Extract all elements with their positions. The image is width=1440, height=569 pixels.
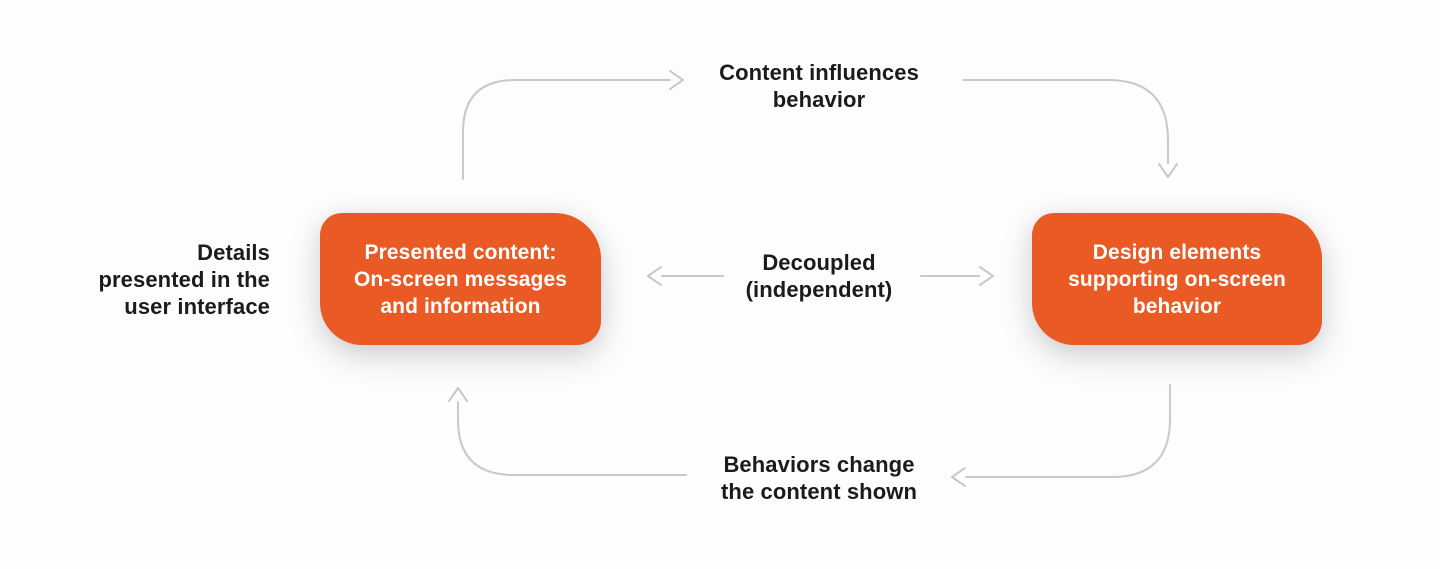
label-line: Decoupled <box>762 250 876 275</box>
left-box-presented-content: Presented content: On-screen messages an… <box>320 213 601 345</box>
arrow-down-icon <box>1158 163 1178 178</box>
label-line: presented in the <box>98 267 270 292</box>
label-line: behavior <box>772 87 866 112</box>
label-line: user interface <box>124 294 270 319</box>
bottom-label-behaviors-change: Behaviors change the content shown <box>669 451 969 505</box>
label-line: (independent) <box>745 277 893 302</box>
box-line: and information <box>380 294 541 318</box>
box-line: On-screen messages <box>353 267 568 291</box>
arrow-right-icon <box>669 70 684 90</box>
box-line: Presented content: <box>364 240 557 264</box>
box-line: supporting on-screen <box>1068 267 1286 291</box>
arrow-left-icon <box>647 266 662 286</box>
top-label-content-influences-behavior: Content influences behavior <box>669 59 969 113</box>
arrow-right-icon <box>979 266 994 286</box>
label-line: Behaviors change <box>723 452 915 477</box>
arrow-center-to-right-box <box>920 266 994 286</box>
box-line: behavior <box>1132 294 1222 318</box>
arrow-right-box-to-bottom-label <box>951 384 1171 487</box>
right-box-design-elements: Design elements supporting on-screen beh… <box>1032 213 1322 345</box>
label-line: the content shown <box>720 479 918 504</box>
left-label-details-presented: Details presented in the user interface <box>30 239 270 320</box>
arrow-center-to-left-box <box>647 266 724 286</box>
arrow-bottom-label-to-left-box <box>448 387 687 476</box>
box-line: Design elements <box>1092 240 1262 264</box>
arrow-top-label-to-right-box <box>962 79 1178 178</box>
arrow-left-box-to-top-label <box>462 70 684 180</box>
center-label-decoupled: Decoupled (independent) <box>669 249 969 303</box>
arrow-up-icon <box>448 387 468 402</box>
label-line: Details <box>197 240 270 265</box>
arrow-left-icon <box>951 467 966 487</box>
label-line: Content influences <box>719 60 919 85</box>
